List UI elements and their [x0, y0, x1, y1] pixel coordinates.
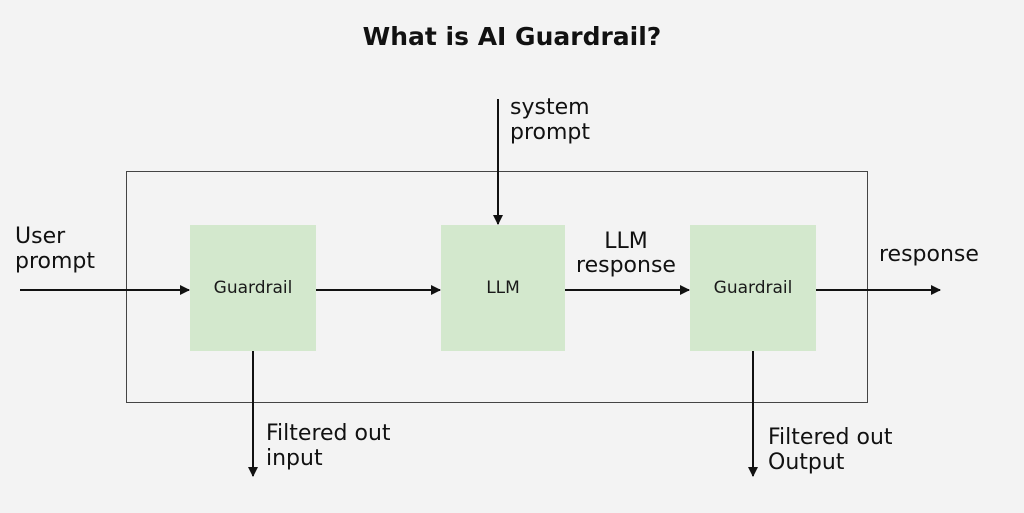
llm-node: LLM — [441, 225, 565, 351]
filtered-output-label: Filtered out Output — [768, 425, 893, 475]
output-guardrail-node: Guardrail — [690, 225, 816, 351]
response-label: response — [879, 242, 979, 267]
system-prompt-label: system prompt — [510, 95, 591, 145]
diagram-title: What is AI Guardrail? — [362, 22, 662, 51]
user-prompt-label: User prompt — [15, 224, 96, 274]
input-guardrail-node: Guardrail — [190, 225, 316, 351]
llm-label: LLM — [486, 278, 520, 298]
filtered-input-label: Filtered out input — [266, 421, 391, 471]
llm-response-label: LLM response — [576, 229, 676, 278]
output-guardrail-label: Guardrail — [713, 278, 793, 298]
input-guardrail-label: Guardrail — [213, 278, 293, 298]
